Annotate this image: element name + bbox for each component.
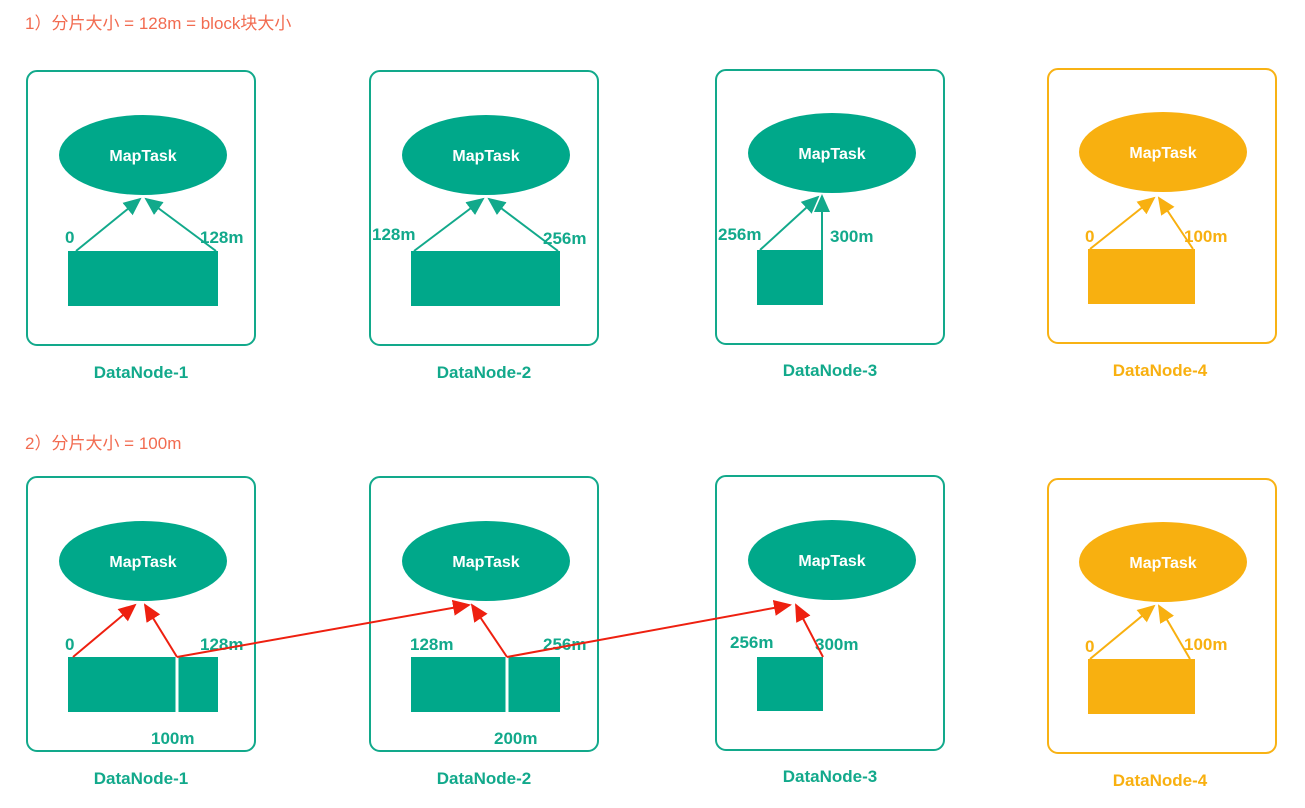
maptask-label: MapTask xyxy=(452,148,519,165)
s2-datanode-4: MapTask 0 100m DataNode-4 xyxy=(1047,478,1277,790)
node-box xyxy=(369,476,599,752)
maptask-label: MapTask xyxy=(798,553,865,570)
arrow xyxy=(75,197,142,252)
datanode-label: DataNode-4 xyxy=(1113,771,1208,790)
arrow xyxy=(1157,196,1194,250)
maptask-label: MapTask xyxy=(1129,555,1196,572)
s1-datanode-2: MapTask 128m 256m DataNode-2 xyxy=(369,70,599,382)
datanode-label: DataNode-3 xyxy=(783,361,877,380)
arrow xyxy=(759,195,820,251)
split-label: 100m xyxy=(151,729,194,748)
start-label: 128m xyxy=(410,635,453,654)
split-arrow xyxy=(470,603,508,658)
datanode-label: DataNode-1 xyxy=(94,363,188,382)
s2-datanode-1: MapTask 0 128m 100m DataNode-1 xyxy=(26,476,256,788)
block xyxy=(411,657,560,712)
split-arrow xyxy=(795,603,824,658)
split-arrow xyxy=(72,603,137,658)
end-label: 300m xyxy=(815,635,858,654)
s1-datanode-4: MapTask 0 100m DataNode-4 xyxy=(1047,68,1277,380)
s1-datanode-1: MapTask 0 128m DataNode-1 xyxy=(26,70,256,382)
block xyxy=(68,657,218,712)
split-arrow xyxy=(176,599,471,658)
start-label: 256m xyxy=(730,633,773,652)
start-label: 0 xyxy=(1085,227,1094,246)
maptask-label: MapTask xyxy=(452,554,519,571)
datanode-label: DataNode-4 xyxy=(1113,361,1208,380)
end-label: 128m xyxy=(200,635,243,654)
block xyxy=(1088,659,1195,714)
maptask-label: MapTask xyxy=(109,554,176,571)
maptask-label: MapTask xyxy=(109,148,176,165)
arrow xyxy=(1089,604,1156,660)
block xyxy=(411,251,560,306)
maptask-label: MapTask xyxy=(1129,145,1196,162)
section1-title: 1）分片大小 = 128m = block块大小 xyxy=(25,14,291,33)
node-box xyxy=(26,476,256,752)
arrow xyxy=(413,197,485,252)
arrow xyxy=(1089,196,1156,250)
section2-title: 2）分片大小 = 100m xyxy=(25,434,181,453)
maptask-ellipse xyxy=(748,520,916,600)
start-label: 0 xyxy=(65,635,74,654)
split-arrow xyxy=(143,603,178,658)
node-box xyxy=(715,475,945,751)
end-label: 300m xyxy=(830,227,873,246)
end-label: 256m xyxy=(543,229,586,248)
split-arrow xyxy=(506,600,792,658)
split-arrows xyxy=(72,599,824,658)
end-label: 100m xyxy=(1184,227,1227,246)
datanode-label: DataNode-1 xyxy=(94,769,188,788)
s2-datanode-2: MapTask 128m 256m 200m DataNode-2 xyxy=(369,476,599,788)
s1-datanode-3: MapTask 256m 300m DataNode-3 xyxy=(715,69,945,380)
maptask-ellipse xyxy=(1079,522,1247,602)
block xyxy=(68,251,218,306)
block xyxy=(757,250,823,305)
start-label: 0 xyxy=(1085,637,1094,656)
datanode-label: DataNode-2 xyxy=(437,363,531,382)
arrow xyxy=(1157,604,1191,660)
s2-datanode-3: MapTask 256m 300m DataNode-3 xyxy=(715,475,945,786)
node-box xyxy=(369,70,599,346)
start-label: 256m xyxy=(718,225,761,244)
maptask-ellipse xyxy=(748,113,916,193)
maptask-label: MapTask xyxy=(798,146,865,163)
start-label: 128m xyxy=(372,225,415,244)
datanode-label: DataNode-2 xyxy=(437,769,531,788)
datanode-label: DataNode-3 xyxy=(783,767,877,786)
node-box xyxy=(715,69,945,345)
arrow xyxy=(144,197,217,252)
maptask-ellipse xyxy=(59,521,227,601)
block xyxy=(757,657,823,711)
maptask-ellipse xyxy=(59,115,227,195)
arrow xyxy=(487,197,559,252)
maptask-ellipse xyxy=(402,521,570,601)
maptask-ellipse xyxy=(402,115,570,195)
split-label: 200m xyxy=(494,729,537,748)
node-box xyxy=(1047,478,1277,754)
end-label: 128m xyxy=(200,228,243,247)
node-box xyxy=(26,70,256,346)
end-label: 100m xyxy=(1184,635,1227,654)
maptask-ellipse xyxy=(1079,112,1247,192)
block xyxy=(1088,249,1195,304)
node-box xyxy=(1047,68,1277,344)
start-label: 0 xyxy=(65,228,74,247)
